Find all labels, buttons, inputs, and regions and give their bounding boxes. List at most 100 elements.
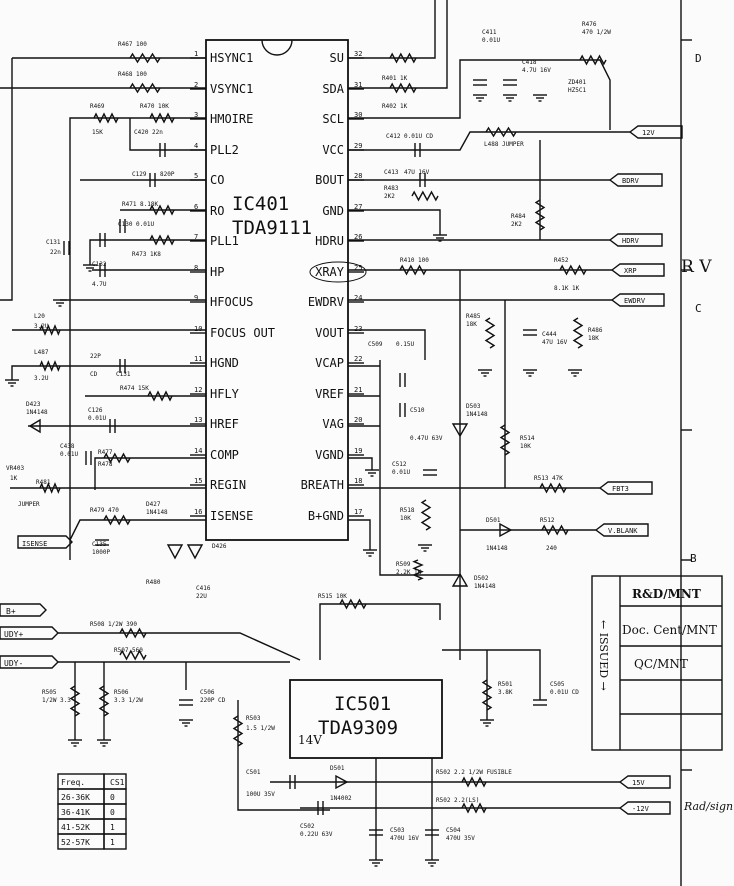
title-row-qc: QC/MNT bbox=[634, 657, 688, 671]
zone-d-label: D bbox=[695, 52, 702, 65]
margin-rv-note: R V bbox=[681, 257, 712, 277]
title-row-doc: Doc. Cent/MNT bbox=[622, 623, 717, 637]
resistor-symbol bbox=[484, 317, 496, 349]
r512-value: 240 bbox=[546, 545, 557, 552]
ic401-pin-number: 1 bbox=[194, 50, 198, 58]
d501b-value: 1N4002 bbox=[330, 795, 352, 802]
ic401-pin-name: SDA bbox=[322, 82, 344, 96]
c506-label: C506 bbox=[200, 689, 215, 696]
ic401-pin-name: HFOCUS bbox=[210, 295, 253, 309]
ic501-ref: IC501 bbox=[334, 693, 391, 715]
resistor-symbol bbox=[389, 52, 417, 64]
c510-value: 0.47U 63V bbox=[410, 435, 443, 442]
c503-value: 470U 16V bbox=[390, 835, 419, 842]
resistor-symbol bbox=[129, 52, 161, 64]
r469-label: R469 bbox=[90, 103, 105, 110]
wire bbox=[348, 59, 611, 130]
resistor-symbol bbox=[539, 482, 567, 494]
freq-table-cs1: 1 bbox=[110, 823, 115, 832]
l487-label: L487 bbox=[34, 349, 49, 356]
c416-label: C416 bbox=[196, 585, 211, 592]
ic501-body bbox=[289, 679, 443, 759]
net-tag-v12-label: 12V bbox=[642, 129, 655, 137]
resistor-symbol bbox=[129, 82, 161, 94]
net-tag-hdrv-label: HDRV bbox=[622, 237, 640, 245]
ic401-body bbox=[205, 39, 349, 541]
r505-value: 1/2W 3.3 bbox=[42, 697, 71, 704]
d502-label: D502 bbox=[474, 575, 489, 582]
ic401-pin-number: 24 bbox=[354, 294, 362, 302]
c131-label: C131 bbox=[46, 239, 61, 246]
resistor-symbol bbox=[541, 524, 569, 536]
resistor-symbol bbox=[149, 234, 175, 246]
ic401-pin-number: 19 bbox=[354, 447, 362, 455]
c510-label: C510 bbox=[410, 407, 425, 414]
r512-label: R512 bbox=[540, 517, 555, 524]
d503-diode bbox=[451, 423, 469, 438]
ic401-pin-name: VREF bbox=[315, 387, 344, 401]
d502-diode bbox=[451, 572, 469, 587]
c132-value: 4.7U bbox=[92, 281, 107, 288]
r509-value: 2.2K 1K bbox=[396, 569, 422, 576]
ic401-pin-number: 22 bbox=[354, 355, 362, 363]
c420-label: C420 22n bbox=[134, 129, 163, 136]
c130-label: C130 0.01U bbox=[118, 221, 155, 228]
resistor-symbol bbox=[39, 482, 61, 494]
resistor-symbol bbox=[119, 649, 147, 661]
r452-label: R452 bbox=[554, 257, 569, 264]
isense-tag-label: ISENSE bbox=[22, 540, 47, 548]
d426-label: D426 bbox=[212, 543, 227, 550]
r483-value: 2K2 bbox=[384, 193, 395, 200]
c129-value: 820P bbox=[160, 171, 175, 178]
title-row-rnd: R&D/MNT bbox=[632, 587, 701, 601]
ic401-pin-number: 26 bbox=[354, 233, 362, 241]
net-tag-fbt3-label: FBT3 bbox=[612, 485, 629, 493]
udy-plus-label: UDY+ bbox=[4, 630, 23, 639]
ic401-pin-name: PLL2 bbox=[210, 143, 239, 157]
net-tag-xrp-label: XRP bbox=[624, 267, 637, 275]
ic401-pin-name: HREF bbox=[210, 417, 239, 431]
resistor-symbol bbox=[147, 390, 173, 402]
d503-value: 1N4148 bbox=[466, 411, 488, 418]
c-cd-label: CD bbox=[90, 371, 98, 378]
r514-label: R514 bbox=[520, 435, 535, 442]
r518-value: 10K bbox=[400, 515, 411, 522]
r485-value: 18K bbox=[466, 321, 477, 328]
ic401-pin-number: 25 bbox=[354, 264, 362, 272]
xray-circle-mark bbox=[309, 261, 367, 283]
bplus-tag bbox=[0, 603, 47, 617]
r401-label: R401 1K bbox=[382, 75, 408, 82]
c22p-label: 22P bbox=[90, 353, 101, 360]
l487-value: 3.2U bbox=[34, 375, 49, 382]
ic401-pin-name: BOUT bbox=[315, 173, 344, 187]
d502-value: 1N4148 bbox=[474, 583, 496, 590]
ic401-pin-name: HGND bbox=[210, 356, 239, 370]
r473-label: R473 1K8 bbox=[132, 251, 161, 258]
ic401-pin-number: 18 bbox=[354, 477, 362, 485]
r506-value: 3.3 1/2W bbox=[114, 697, 143, 704]
wire bbox=[348, 131, 630, 151]
jumper-label: JUMPER bbox=[18, 501, 40, 508]
d503-label: D503 bbox=[466, 403, 481, 410]
c131b-label: C131 bbox=[116, 371, 131, 378]
ic401-pin-number: 2 bbox=[194, 81, 198, 89]
ic401-pin-name: VSYNC1 bbox=[210, 82, 253, 96]
net-tag-vblank bbox=[594, 523, 649, 537]
ic401-pin-name: REGIN bbox=[210, 478, 246, 492]
ic401-pin-number: 7 bbox=[194, 233, 198, 241]
r480-label: R480 bbox=[146, 579, 161, 586]
freq-table-freq: 26-36K bbox=[61, 793, 90, 802]
ic401-pin-name: XRAY bbox=[315, 265, 345, 279]
ic401-pin-number: 6 bbox=[194, 203, 198, 211]
freq-table-freq: Freq. bbox=[61, 778, 85, 787]
r501-value: 3.8K bbox=[498, 689, 513, 696]
freq-table-cs1: 0 bbox=[110, 793, 115, 802]
c509-value: 0.15U bbox=[396, 341, 414, 348]
udy-plus-tag bbox=[0, 626, 59, 640]
ic401-notch bbox=[261, 39, 293, 56]
zd401-value: HZ5C1 bbox=[568, 87, 586, 94]
ic401-pin-number: 21 bbox=[354, 386, 362, 394]
r483-label: R483 bbox=[384, 185, 399, 192]
diode-symbol bbox=[166, 544, 184, 560]
